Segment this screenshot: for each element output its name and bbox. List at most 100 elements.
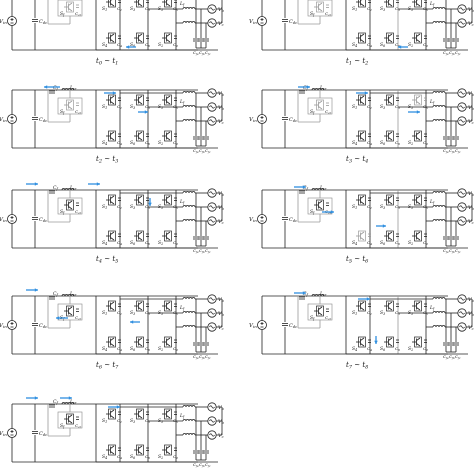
label-c4: C4 [117, 346, 122, 352]
inductor-coil [311, 188, 325, 191]
label-cfc: Cfc [455, 248, 461, 254]
label-c1: C1 [367, 204, 372, 210]
label-s3: S3 [380, 204, 385, 210]
inductor-coil [432, 205, 446, 208]
switch-collector [110, 409, 115, 413]
label-vc: Vc [468, 119, 474, 125]
label-vin: Vin [249, 323, 257, 329]
label-c6: C6 [395, 240, 400, 246]
label-va: Va [468, 91, 474, 97]
inductor [182, 219, 196, 222]
label-va: Va [218, 405, 224, 411]
current-arrowhead [34, 288, 38, 292]
switch-emitter [110, 415, 115, 419]
label-sf: Sf [60, 423, 65, 429]
inductor [432, 91, 446, 94]
label-c5: C5 [173, 6, 178, 12]
label-lcr: Lcr [319, 291, 327, 297]
inductor [311, 188, 325, 191]
switch-body [414, 0, 422, 8]
switch-emitter [138, 237, 143, 241]
inductor-coil [61, 402, 75, 405]
dc-link-capacitor: Cdc [282, 117, 297, 123]
current-arrowhead [96, 182, 100, 186]
label-s3: S3 [380, 104, 385, 110]
switch-emitter [416, 39, 421, 43]
label-cfc: Cfc [455, 148, 461, 154]
label-s1: S1 [102, 104, 107, 110]
label-c1: C1 [117, 6, 122, 12]
filter-cap-c [453, 236, 459, 240]
dc-source: Vin [0, 428, 17, 438]
label-va: Va [218, 297, 224, 303]
filter-cap-c [453, 38, 459, 42]
label-s3: S3 [380, 310, 385, 316]
switch-collector [138, 301, 143, 305]
switch-emitter [138, 201, 143, 205]
label-c6: C6 [395, 346, 400, 352]
sine-glyph [459, 297, 465, 301]
cap-gap [31, 18, 39, 23]
inductor [432, 105, 446, 108]
label-vb: Vb [218, 105, 225, 111]
inductor-coil [182, 405, 196, 408]
stage-caption: t1 ~ t2 [346, 57, 368, 67]
label-cfb: Cfb [199, 354, 205, 360]
sine-glyph [209, 311, 215, 315]
switch-emitter [416, 307, 421, 311]
inductor [432, 325, 446, 328]
label-s2: S2 [408, 42, 413, 48]
current-arrowhead [68, 396, 72, 400]
label-c5: C5 [423, 6, 428, 12]
sine-glyph [209, 419, 215, 423]
label-vb: Vb [468, 7, 474, 13]
label-cfb: Cfb [199, 248, 205, 254]
label-va: Va [468, 297, 474, 303]
inductor-coil [432, 325, 446, 328]
switch-collector [388, 195, 393, 199]
cap-gap [31, 216, 39, 221]
label-cfa: Cfa [193, 50, 199, 56]
switch-collector [138, 95, 143, 99]
label-c3: C3 [395, 310, 400, 316]
switch-emitter [360, 39, 365, 43]
switch-emitter [416, 237, 421, 241]
label-ccr: Ccr [75, 11, 82, 17]
cap-gap [281, 116, 289, 121]
label-vin: Vin [0, 431, 7, 437]
label-vin: Vin [0, 217, 7, 223]
dc-link-capacitor: Cdc [282, 323, 297, 329]
current-arrowhead [416, 110, 420, 114]
label-c6: C6 [145, 454, 150, 460]
label-vin: Vin [0, 323, 7, 329]
switch-emitter [138, 451, 143, 455]
label-vc: Vc [218, 21, 224, 27]
label-sf: Sf [310, 109, 315, 115]
switch-emitter [68, 420, 73, 424]
current-arrowhead [34, 182, 38, 186]
current-arrowhead [306, 85, 310, 89]
inductor [182, 105, 196, 108]
switch-collector [416, 33, 421, 37]
current-arrowhead [34, 396, 38, 400]
label-lcr: Lcr [69, 185, 77, 191]
label-vin: Vin [249, 117, 257, 123]
label-cfc: Cfc [205, 50, 211, 56]
filter-cap-c [453, 342, 459, 346]
label-cdc: Cdc [39, 19, 47, 25]
label-cf: Cf [53, 399, 58, 405]
label-lcr: Lcr [319, 85, 327, 91]
current-arrowhead [330, 210, 334, 214]
inductor [432, 205, 446, 208]
label-c6: C6 [145, 240, 150, 246]
cap-gap [31, 322, 39, 327]
switch-emitter [166, 201, 171, 205]
switch-emitter [68, 312, 73, 316]
